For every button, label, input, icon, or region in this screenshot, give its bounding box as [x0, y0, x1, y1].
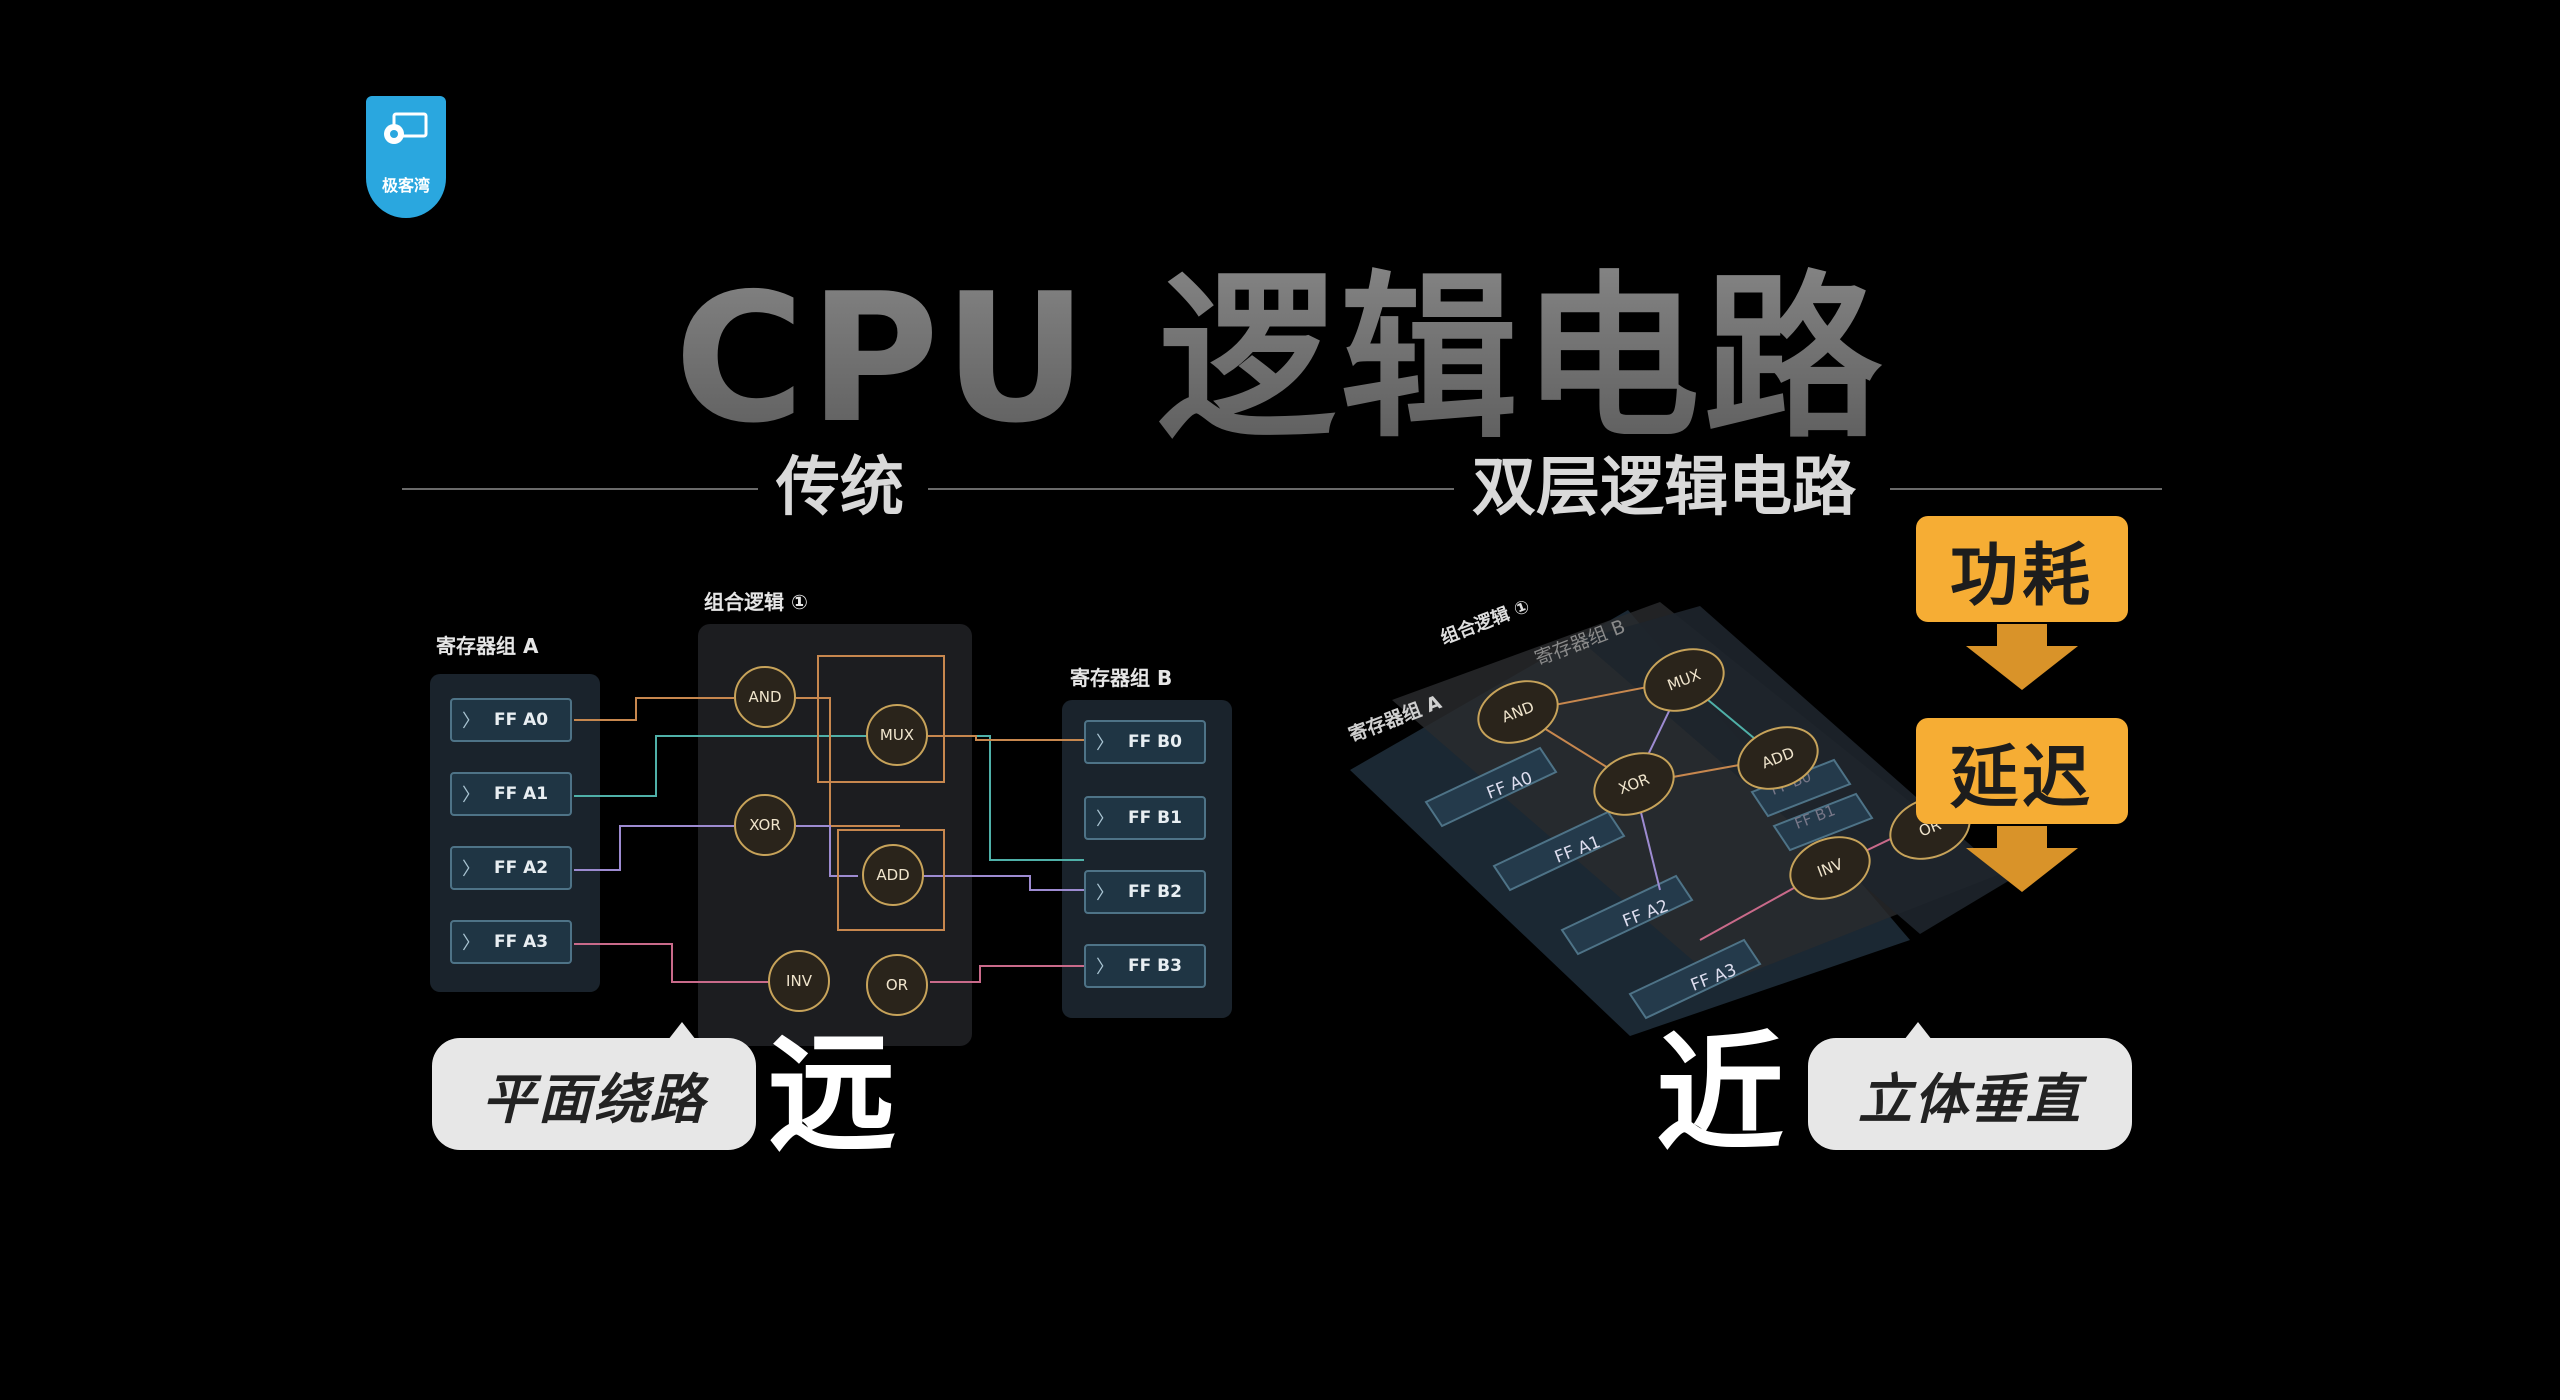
section-title-traditional: 传统	[776, 451, 904, 525]
arrow-down-icon	[1966, 646, 2078, 690]
page-title: CPU 逻辑电路	[0, 215, 2560, 472]
logo-text: 极客湾	[381, 176, 430, 195]
badge-power: 功耗	[1916, 516, 2128, 622]
ff-b2: 〉FF B2	[1084, 870, 1206, 914]
gate-add: ADD	[862, 844, 924, 906]
section-title-dual: 双层逻辑电路	[1472, 451, 1856, 525]
ff-b0: 〉FF B0	[1084, 720, 1206, 764]
combo-logic-label: 组合逻辑 ①	[704, 590, 808, 614]
gate-inv: INV	[768, 950, 830, 1012]
chevron-right-icon: 〉	[462, 933, 480, 954]
chevron-right-icon: 〉	[1096, 957, 1114, 978]
label-far: 远	[768, 1020, 897, 1169]
gate-xor: XOR	[734, 794, 796, 856]
gate-and: AND	[734, 666, 796, 728]
divider-line	[928, 488, 1454, 490]
divider-line	[1890, 488, 2162, 490]
chevron-right-icon: 〉	[1096, 733, 1114, 754]
ff-b1: 〉FF B1	[1084, 796, 1206, 840]
pill-planar-routing: 平面绕路	[432, 1038, 756, 1150]
pill-3d-vertical: 立体垂直	[1808, 1038, 2132, 1150]
gate-or: OR	[866, 954, 928, 1016]
badge-latency: 延迟	[1916, 718, 2128, 824]
chevron-right-icon: 〉	[1096, 809, 1114, 830]
arrow-stem	[1997, 826, 2047, 848]
ff-a0: 〉FF A0	[450, 698, 572, 742]
ff-a1: 〉FF A1	[450, 772, 572, 816]
chevron-right-icon: 〉	[462, 859, 480, 880]
gear-screen-icon	[384, 112, 428, 144]
gate-mux: MUX	[866, 704, 928, 766]
chevron-right-icon: 〉	[1096, 883, 1114, 904]
reg-a-label: 寄存器组 A	[436, 634, 539, 658]
arrow-stem	[1997, 624, 2047, 646]
logo: 极客湾	[366, 96, 446, 218]
chevron-right-icon: 〉	[462, 785, 480, 806]
ff-a2: 〉FF A2	[450, 846, 572, 890]
label-near: 近	[1656, 1020, 1785, 1169]
pill-pointer	[668, 1022, 696, 1040]
ff-a3: 〉FF A3	[450, 920, 572, 964]
divider-line	[402, 488, 758, 490]
pill-pointer	[1904, 1022, 1932, 1040]
reg-b-label: 寄存器组 B	[1070, 666, 1173, 690]
chevron-right-icon: 〉	[462, 711, 480, 732]
arrow-down-icon	[1966, 848, 2078, 892]
ff-b3: 〉FF B3	[1084, 944, 1206, 988]
